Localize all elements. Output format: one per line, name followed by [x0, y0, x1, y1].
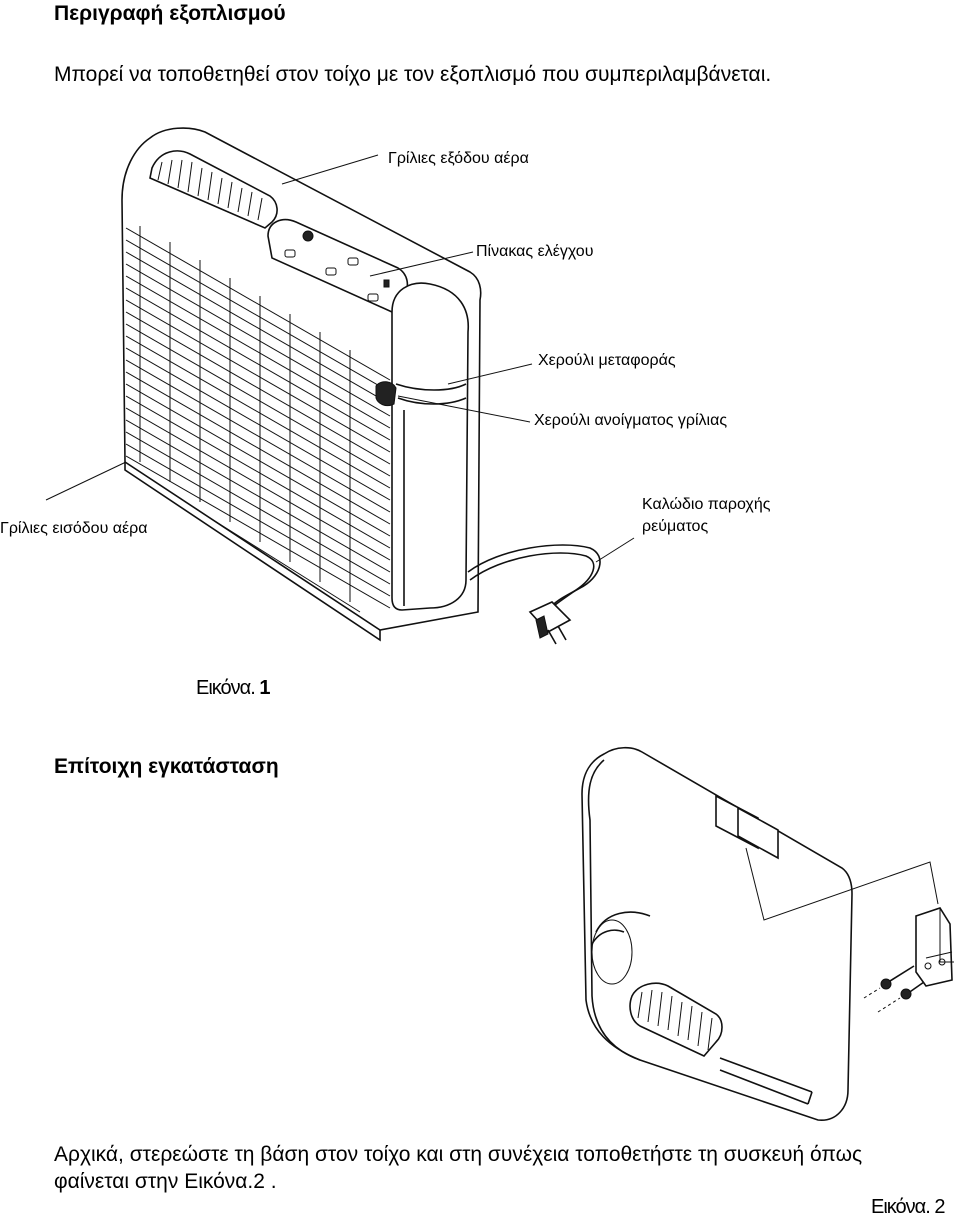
- inlet-grille-hatching: [125, 226, 391, 609]
- label-inlet-grilles: Γρίλιες εισόδου αέρα: [0, 520, 148, 537]
- label-power-cord-line1: Καλώδιο παροχής: [642, 496, 771, 513]
- label-carry-handle: Χερούλι μεταφοράς: [538, 352, 676, 369]
- label-grille-handle: Χερούλι ανοίγματος γρίλιας: [534, 412, 728, 429]
- figure2-wall-mount-illustration: [581, 746, 954, 1121]
- wall-installation-text: Αρχικά, στερεώστε τη βάση στον τοίχο και…: [54, 1141, 862, 1195]
- figure1-heater-illustration: [45, 127, 635, 645]
- label-power-cord-line2: ρεύματος: [642, 518, 709, 535]
- figure1-caption-prefix: Εικόνα.: [196, 677, 260, 699]
- section-intro-text: Μπορεί να τοποθετηθεί στον τοίχο με τον …: [54, 63, 772, 86]
- section-title-wall-installation: Επίτοιχη εγκατάσταση: [54, 755, 279, 778]
- label-control-panel: Πίνακας ελέγχου: [476, 243, 594, 260]
- section-title-equipment-description: Περιγραφή εξοπλισμού: [54, 2, 286, 25]
- wall-installation-text-line1: Αρχικά, στερεώστε τη βάση στον τοίχο και…: [54, 1143, 863, 1166]
- wall-installation-text-line2: φαίνεται στην Εικόνα.2 .: [54, 1170, 277, 1193]
- label-outlet-grilles: Γρίλιες εξόδου αέρα: [388, 150, 529, 167]
- figure1-caption-number: 1: [259, 677, 271, 699]
- figure1-caption: Εικόνα. 1: [196, 677, 270, 700]
- figure2-caption: Εικόνα. 2: [871, 1196, 945, 1218]
